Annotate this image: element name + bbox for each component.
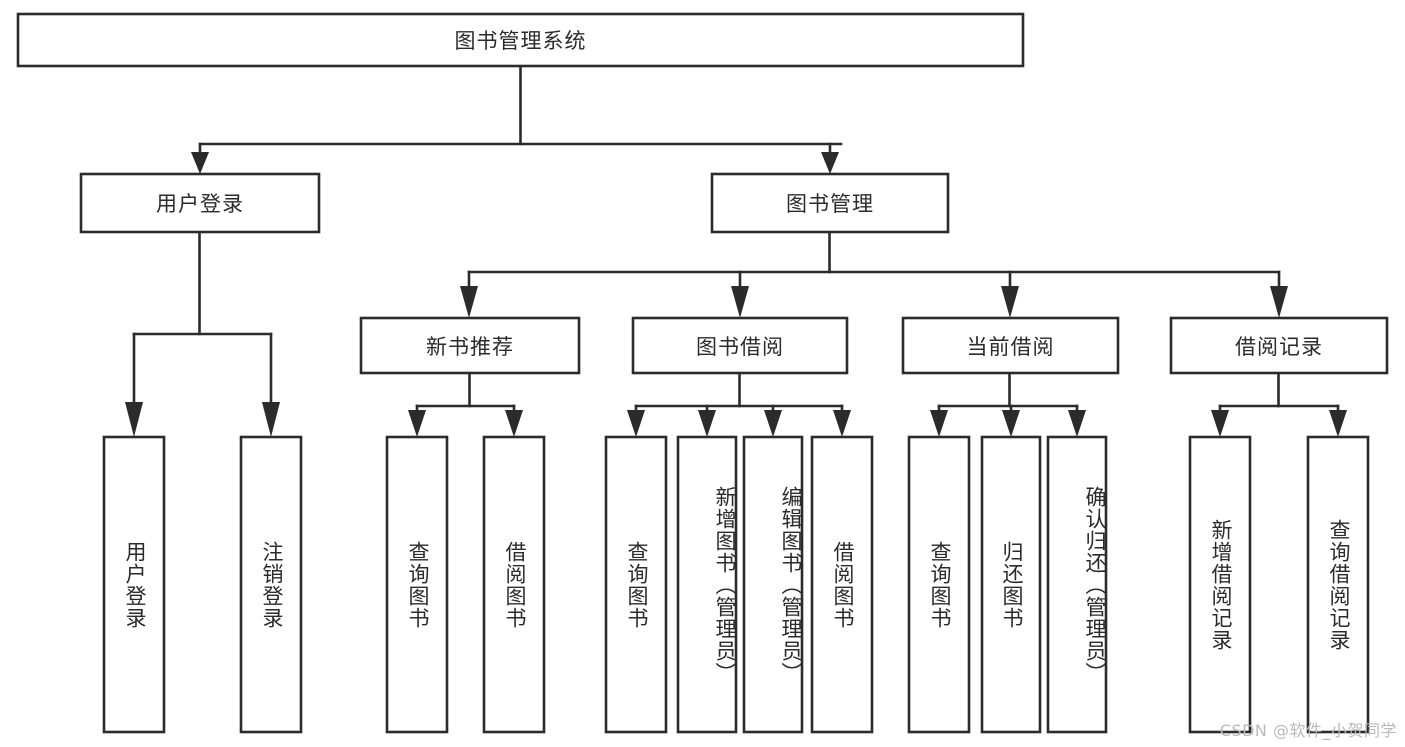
- node-box-leaf-10[interactable]: [980, 435, 1042, 734]
- arrow-head-to-new-book: [460, 286, 478, 318]
- connectors: [125, 64, 1347, 437]
- node-boxes: [16, 12, 1389, 734]
- watermark-text: CSDN @软件_小贺同学: [1219, 721, 1397, 740]
- arrow-head-leaf-13: [1329, 410, 1347, 437]
- node-box-leaf-6[interactable]: [676, 435, 738, 734]
- arrow-head-leaf-10: [1002, 410, 1020, 437]
- arrow-head-leaf-4: [505, 410, 523, 437]
- arrow-head-to-borrow: [731, 286, 749, 318]
- node-box-book-borrow[interactable]: [631, 316, 849, 375]
- arrow-head-leaf-1: [125, 402, 143, 437]
- arrow-head-leaf-11: [1068, 410, 1086, 437]
- arrow-head-to-record: [1270, 286, 1288, 318]
- arrow-head-leaf-2: [262, 402, 280, 437]
- node-box-leaf-11[interactable]: [1046, 435, 1108, 734]
- arrow-head-leaf-6: [698, 410, 716, 437]
- node-box-root[interactable]: [16, 12, 1025, 68]
- arrow-head-leaf-5: [627, 410, 645, 437]
- arrow-head-leaf-9: [930, 410, 948, 437]
- node-box-borrow-record[interactable]: [1169, 316, 1389, 375]
- node-box-new-book-recommend[interactable]: [359, 316, 581, 375]
- node-box-leaf-4[interactable]: [482, 435, 546, 734]
- node-box-leaf-3[interactable]: [385, 435, 449, 734]
- node-box-leaf-8[interactable]: [810, 435, 874, 734]
- node-box-leaf-9[interactable]: [907, 435, 971, 734]
- arrow-head-leaf-12: [1211, 410, 1229, 437]
- node-box-book-management[interactable]: [710, 172, 950, 234]
- node-box-leaf-12[interactable]: [1188, 435, 1252, 734]
- arrow-head-leaf-7: [764, 410, 782, 437]
- node-box-current-borrow[interactable]: [901, 316, 1120, 375]
- node-box-user-login[interactable]: [79, 172, 321, 234]
- arrow-head-to-current: [1001, 286, 1019, 318]
- node-box-leaf-13[interactable]: [1306, 435, 1370, 734]
- arrow-head-leaf-8: [833, 410, 851, 437]
- node-box-leaf-5[interactable]: [604, 435, 668, 734]
- node-box-leaf-7[interactable]: [742, 435, 804, 734]
- arrow-head-to-user-login: [191, 152, 209, 174]
- arrow-head-leaf-3: [408, 410, 426, 437]
- arrow-head-to-book-mgmt: [821, 152, 839, 174]
- node-box-leaf-1[interactable]: [102, 435, 166, 734]
- node-box-leaf-2[interactable]: [239, 435, 303, 734]
